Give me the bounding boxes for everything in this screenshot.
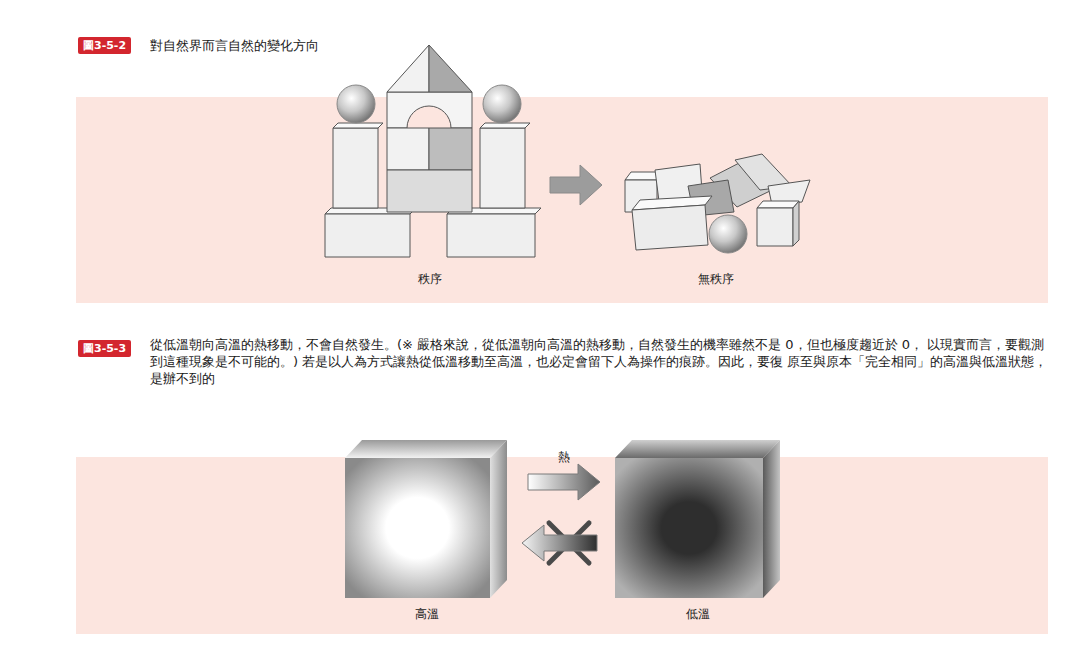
label-holder: 高溫	[345, 607, 508, 622]
illustration-node: 低溫	[615, 440, 780, 598]
figure-label: 低溫	[686, 607, 710, 621]
background-band	[76, 97, 1048, 303]
label-holder: 無秩序	[620, 272, 812, 287]
label-holder: 熱	[558, 450, 570, 465]
figure-badge: 圖3-5-2	[78, 37, 131, 54]
label-holder: 低溫	[615, 607, 780, 622]
label-holder: 對自然界而言自然的變化方向	[150, 37, 750, 54]
background-band	[76, 457, 1048, 634]
figure-number: 圖3-5-3	[83, 342, 126, 355]
block-arrow	[528, 464, 600, 500]
figure-badge: 圖3-5-3	[78, 340, 131, 357]
figure-label: 無秩序	[698, 272, 734, 286]
disordered-blocks	[625, 154, 810, 253]
ordered-blocks	[325, 45, 541, 257]
figure-label: 秩序	[418, 272, 442, 286]
block-arrow	[522, 525, 597, 561]
label-holder: 從低溫朝向高溫的熱移動，不會自然發生。(※ 嚴格來說，從低溫朝向高溫的熱移動，自…	[150, 336, 1048, 387]
arrow-label: 熱	[558, 450, 570, 464]
figure-label: 高溫	[415, 607, 439, 621]
block-arrow	[550, 165, 602, 205]
caption-text: 從低溫朝向高溫的熱移動，不會自然發生。(※ 嚴格來說，從低溫朝向高溫的熱移動，自…	[150, 337, 1047, 386]
hot-cube	[345, 440, 507, 598]
label-holder: 秩序	[325, 272, 535, 287]
illustration-node: 無秩序	[620, 155, 812, 255]
illustration-node: 高溫	[345, 440, 508, 598]
figure-number: 圖3-5-2	[83, 39, 126, 52]
caption-text: 對自然界而言自然的變化方向	[150, 38, 319, 53]
illustration-node: 秩序	[325, 45, 535, 257]
cold-cube	[615, 440, 780, 598]
